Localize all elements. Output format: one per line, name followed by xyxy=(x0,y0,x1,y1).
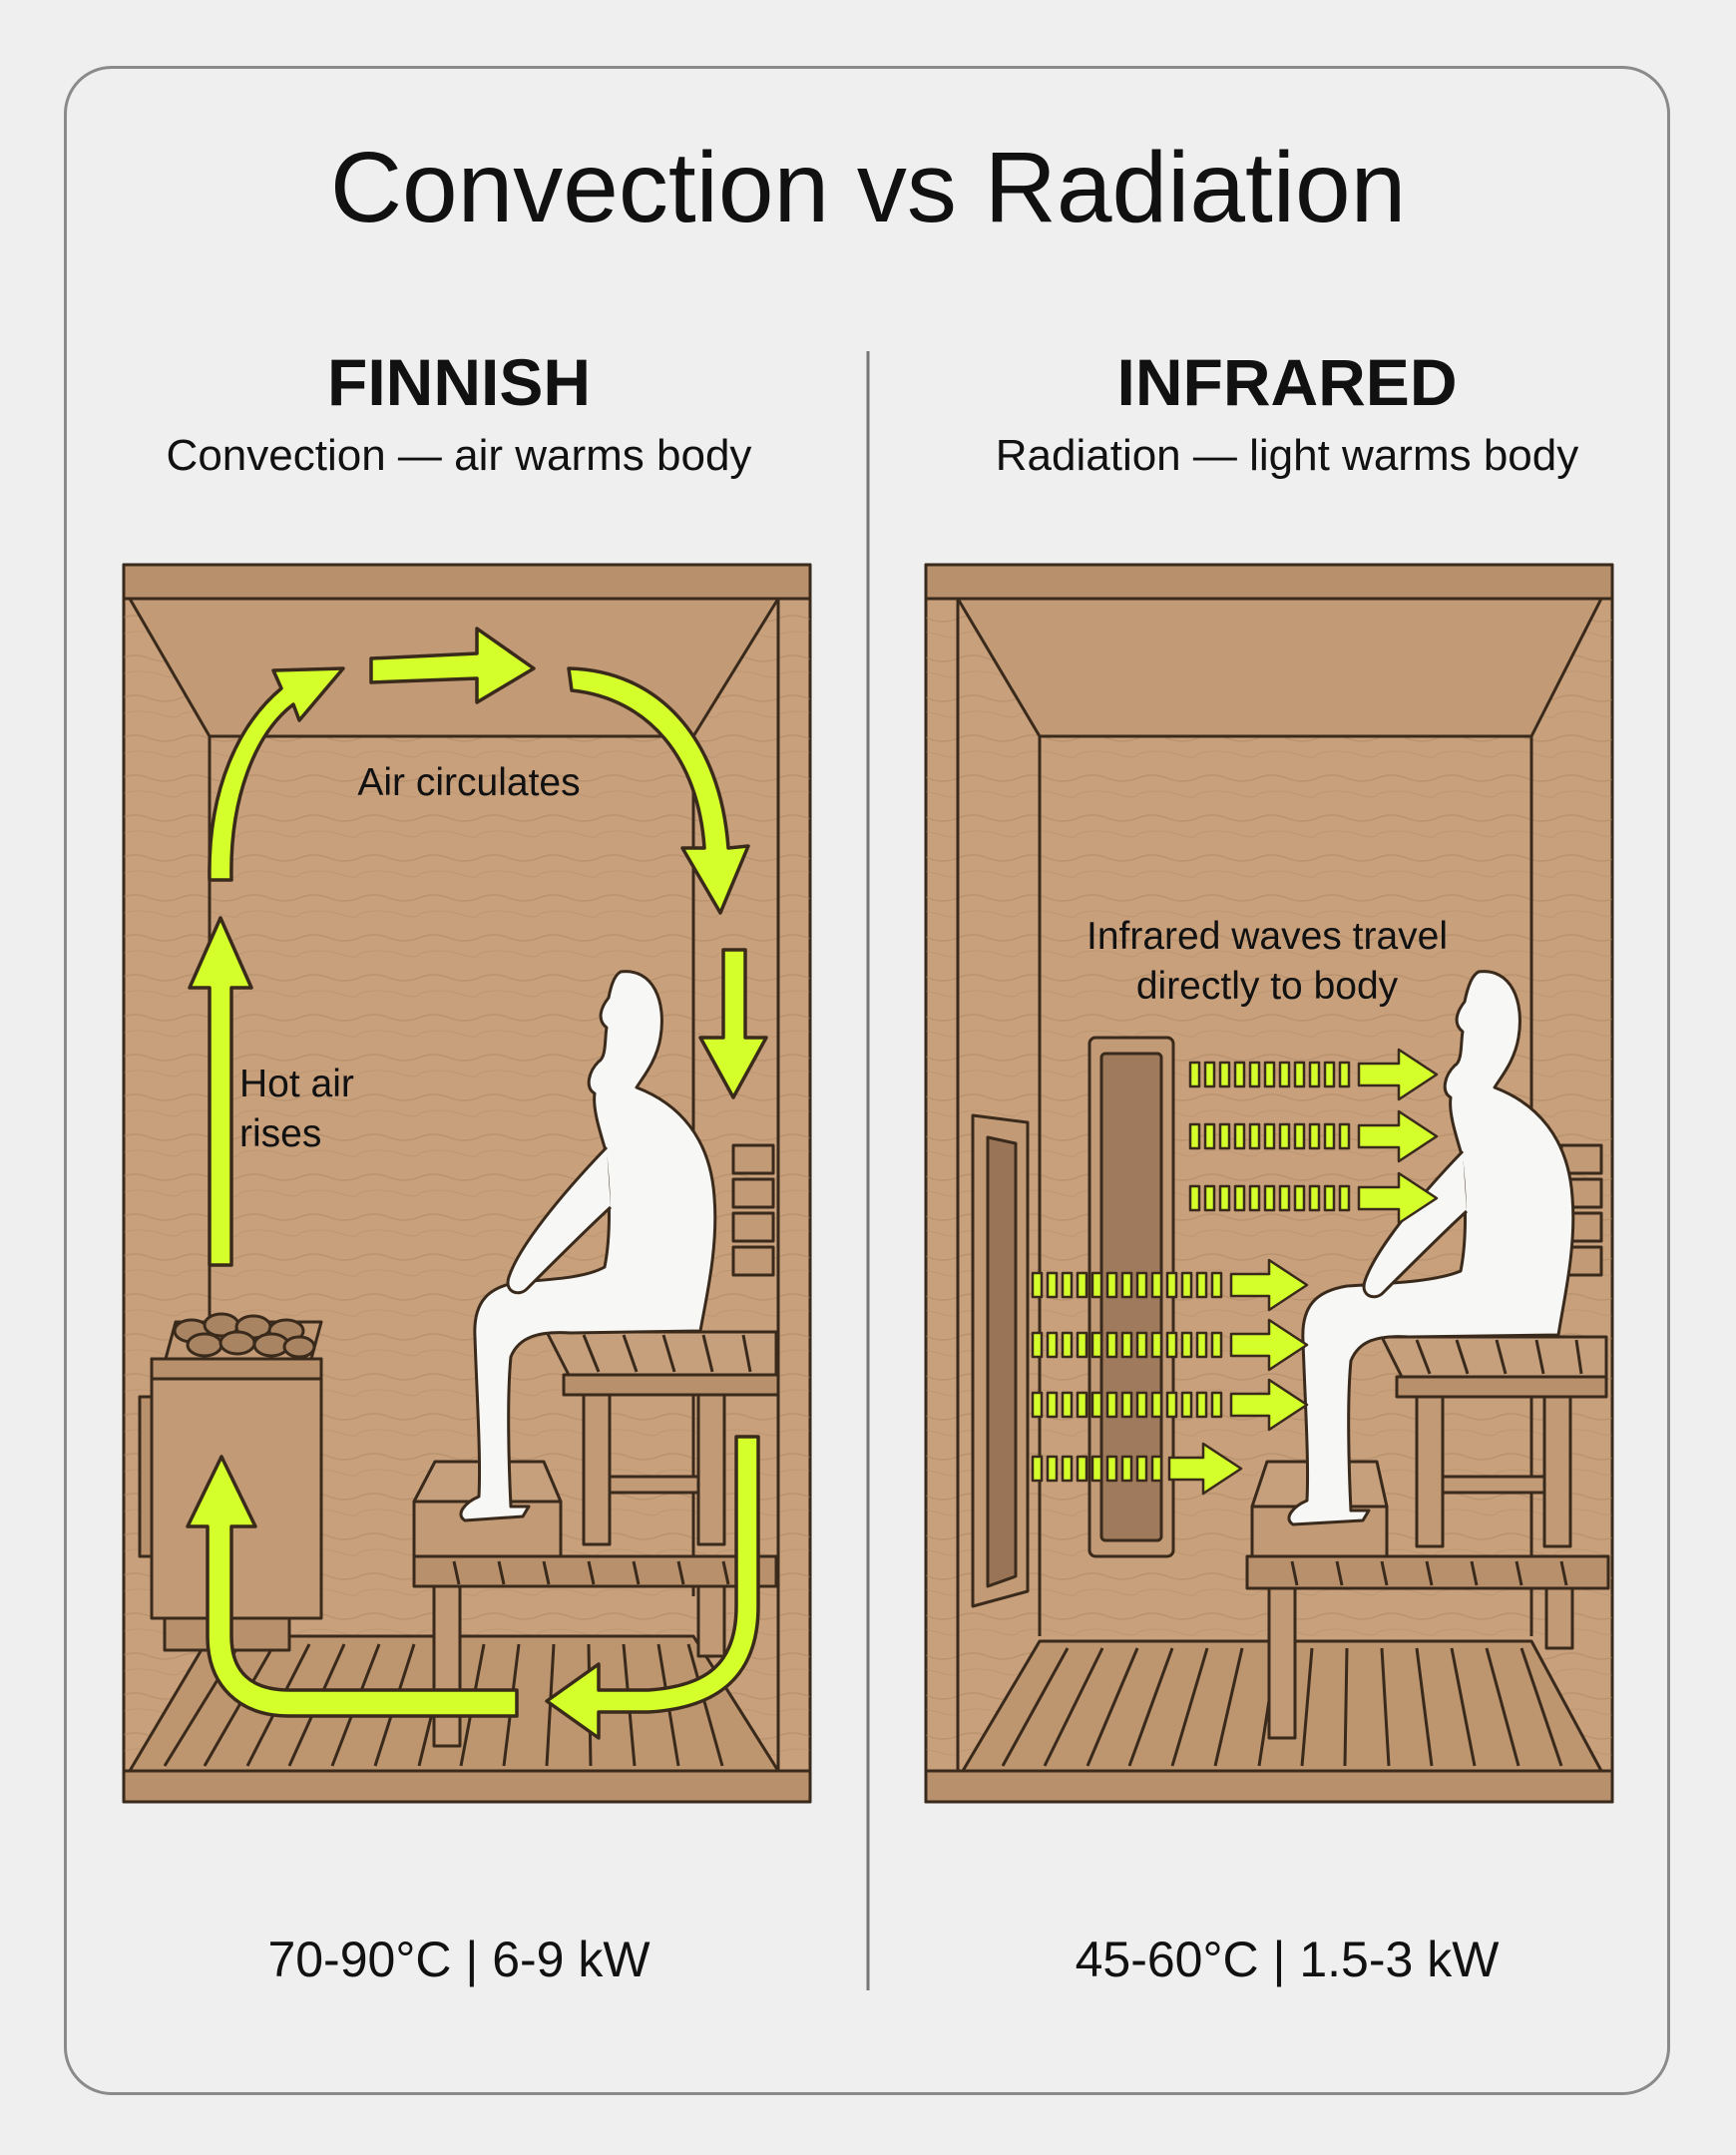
infrared-subtitle: Radiation — light warms body xyxy=(995,431,1579,480)
finnish-heading: FINNISH xyxy=(327,345,591,419)
hot-air-rises-label: Hot air rises xyxy=(239,1063,354,1155)
finnish-stats: 70-90°C | 6-9 kW xyxy=(267,1932,651,1987)
air-circulates-label: Air circulates xyxy=(357,761,581,804)
infrared-sauna-room xyxy=(924,563,1614,1804)
infrared-heading: INFRARED xyxy=(1116,345,1458,419)
finnish-subtitle: Convection — air warms body xyxy=(166,431,752,480)
infrared-wave-arrow-icon xyxy=(1031,1048,1439,1496)
person-silhouette-icon xyxy=(459,970,717,1522)
sauna-stove-icon xyxy=(138,1312,323,1652)
page-title: Convection vs Radiation xyxy=(329,132,1407,243)
airflow-arrow-icon xyxy=(186,627,768,1740)
infrared-waves-label: Infrared waves travel directly to body xyxy=(1086,915,1448,1008)
infrared-stats: 45-60°C | 1.5-3 kW xyxy=(1075,1932,1500,1987)
